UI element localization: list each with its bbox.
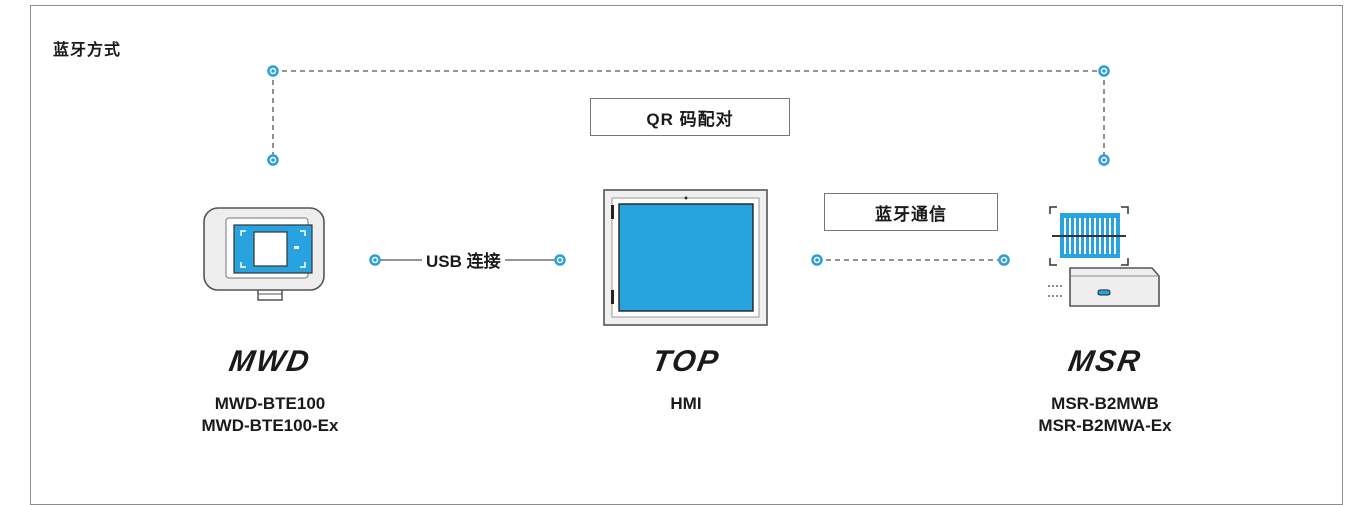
msr-brand-logo: MSR (1065, 345, 1145, 378)
hmi-device-icon (603, 189, 768, 326)
qr-pairing-connector (272, 70, 1105, 160)
msr-model-1: MSR-B2MWB (1051, 394, 1159, 413)
bluetooth-connector (811, 254, 1010, 266)
top-model-1: HMI (670, 394, 702, 413)
mwd-model-list: MWD-BTE100 MWD-BTE100-Ex (165, 393, 375, 437)
usb-connection-label: USB 连接 (422, 247, 505, 272)
mwd-brand-logo: MWD (226, 345, 314, 378)
mwd-device-icon (203, 207, 325, 301)
mwd-model-1: MWD-BTE100 (214, 394, 326, 413)
bluetooth-communication-label: 蓝牙通信 (824, 193, 998, 231)
qr-pairing-label: QR 码配对 (590, 98, 790, 136)
top-brand-logo: TOP (649, 345, 723, 378)
mwd-model-2: MWD-BTE100-Ex (201, 416, 339, 435)
top-model-list: HMI (586, 393, 786, 415)
section-title: 蓝牙方式 (53, 42, 122, 59)
msr-model-list: MSR-B2MWB MSR-B2MWA-Ex (1000, 393, 1210, 437)
msr-device-icon (1048, 206, 1160, 307)
msr-model-2: MSR-B2MWA-Ex (1038, 416, 1172, 435)
connection-diagram (203, 65, 1160, 326)
